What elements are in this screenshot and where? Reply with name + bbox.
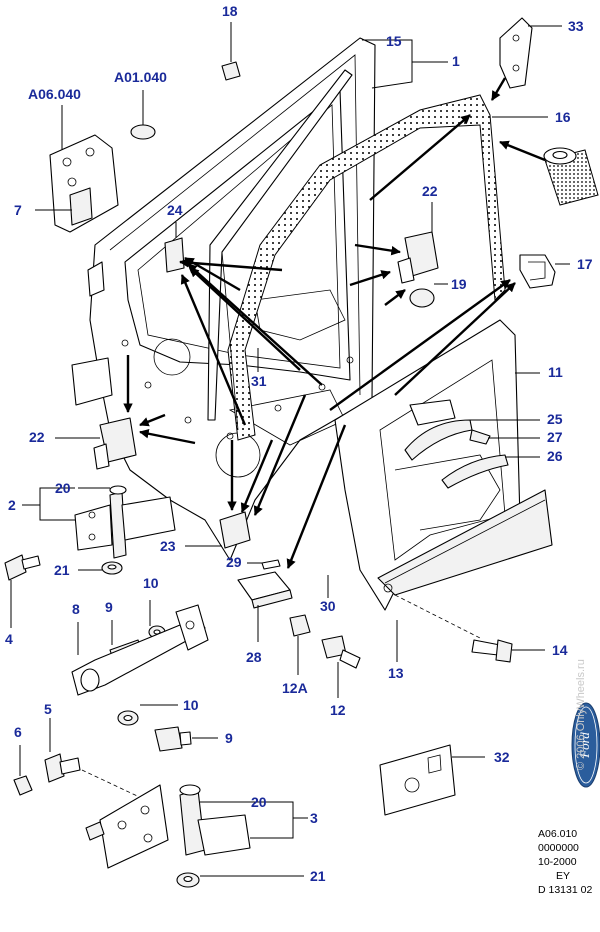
part-21-nut-upper <box>78 561 123 575</box>
callout-4: 4 <box>5 631 13 647</box>
callout-9-upper: 9 <box>105 599 113 615</box>
callout-17: 17 <box>577 256 593 272</box>
check-arm-assembly <box>71 600 209 696</box>
part-22-upper-bracket <box>397 202 439 284</box>
callout-21-lower: 21 <box>310 868 326 884</box>
callout-3: 3 <box>310 810 318 826</box>
part-17-stop <box>519 254 570 289</box>
part-12-bolt <box>321 635 361 698</box>
callout-18: 18 <box>222 3 238 19</box>
part-32-plate <box>379 744 485 816</box>
part-22-lower-bracket <box>55 417 137 470</box>
part-5-bolt <box>44 718 81 783</box>
callout-28: 28 <box>246 649 262 665</box>
callout-12: 12 <box>330 702 346 718</box>
part-12a-stud <box>289 614 311 675</box>
part-9-bolt-lower <box>154 726 218 752</box>
upper-hinge <box>22 485 176 559</box>
part-18-clip <box>221 22 241 81</box>
callout-33: 33 <box>568 18 584 34</box>
drawing-date: 10-2000 <box>538 856 577 868</box>
door-outer-panel <box>334 319 553 611</box>
callout-14: 14 <box>552 642 568 658</box>
callout-5: 5 <box>44 701 52 717</box>
callout-8: 8 <box>72 601 80 617</box>
callout-19: 19 <box>451 276 467 292</box>
callout-7: 7 <box>14 202 22 218</box>
part-28-bracket <box>237 571 293 642</box>
callout-23: 23 <box>160 538 176 554</box>
part-6-nut <box>13 745 33 796</box>
assembly-axis-lower <box>81 769 151 803</box>
callout-32: 32 <box>494 749 510 765</box>
callout-1: 1 <box>452 53 460 69</box>
callout-20-lower: 20 <box>251 794 267 810</box>
callout-2: 2 <box>8 497 16 513</box>
callout-9-lower: 9 <box>225 730 233 746</box>
callout-16: 16 <box>555 109 571 125</box>
part-4-bolt <box>4 554 41 628</box>
part-21-nut-lower <box>176 872 304 888</box>
callout-25: 25 <box>547 411 563 427</box>
assembly-axis-14 <box>394 594 481 639</box>
part-10-washer-lower <box>117 704 178 726</box>
callout-24: 24 <box>167 202 183 218</box>
callout-10-lower: 10 <box>183 697 199 713</box>
ford-logo: Ford <box>571 702 600 788</box>
assembly-arrows <box>123 114 516 569</box>
callout-a06040: A06.040 <box>28 86 81 102</box>
part-29-clip <box>247 559 281 570</box>
part-16-seal-roll <box>492 116 599 206</box>
lower-hinge <box>85 784 308 869</box>
callout-6: 6 <box>14 724 22 740</box>
plug-a01040 <box>130 90 156 140</box>
drawing-number: 0000000 <box>538 842 579 854</box>
callout-21-upper: 21 <box>54 562 70 578</box>
callout-27: 27 <box>547 429 563 445</box>
part-19-clip <box>409 283 448 308</box>
callout-20-upper: 20 <box>55 480 71 496</box>
hinge-bracket-a06040 <box>35 105 119 233</box>
drawing-code: A06.010 <box>538 828 578 840</box>
callout-10-upper: 10 <box>143 575 159 591</box>
ford-logo-text: Ford <box>577 732 592 759</box>
callout-22-lower: 22 <box>29 429 45 445</box>
part-33-guide <box>490 17 562 101</box>
door-seal <box>227 94 506 441</box>
part-23-bumper <box>185 511 251 549</box>
callout-22-upper: 22 <box>422 183 438 199</box>
part-14-bolt <box>471 639 545 663</box>
callout-26: 26 <box>547 448 563 464</box>
callout-29: 29 <box>226 554 242 570</box>
door-handle-assembly <box>404 372 540 489</box>
watermark: © 2006 OnlyWheels.ru <box>575 659 587 770</box>
callout-13: 13 <box>388 665 404 681</box>
callout-11: 11 <box>548 364 563 380</box>
callout-30: 30 <box>320 598 336 614</box>
drawing-reference: D 13131 02 <box>538 884 593 896</box>
callout-31: 31 <box>251 373 267 389</box>
callout-12a: 12A <box>282 680 308 696</box>
leader-lines <box>257 39 448 372</box>
drawing-market-code: EY <box>556 870 571 882</box>
callout-a01040: A01.040 <box>114 69 167 85</box>
callout-15: 15 <box>386 33 402 49</box>
